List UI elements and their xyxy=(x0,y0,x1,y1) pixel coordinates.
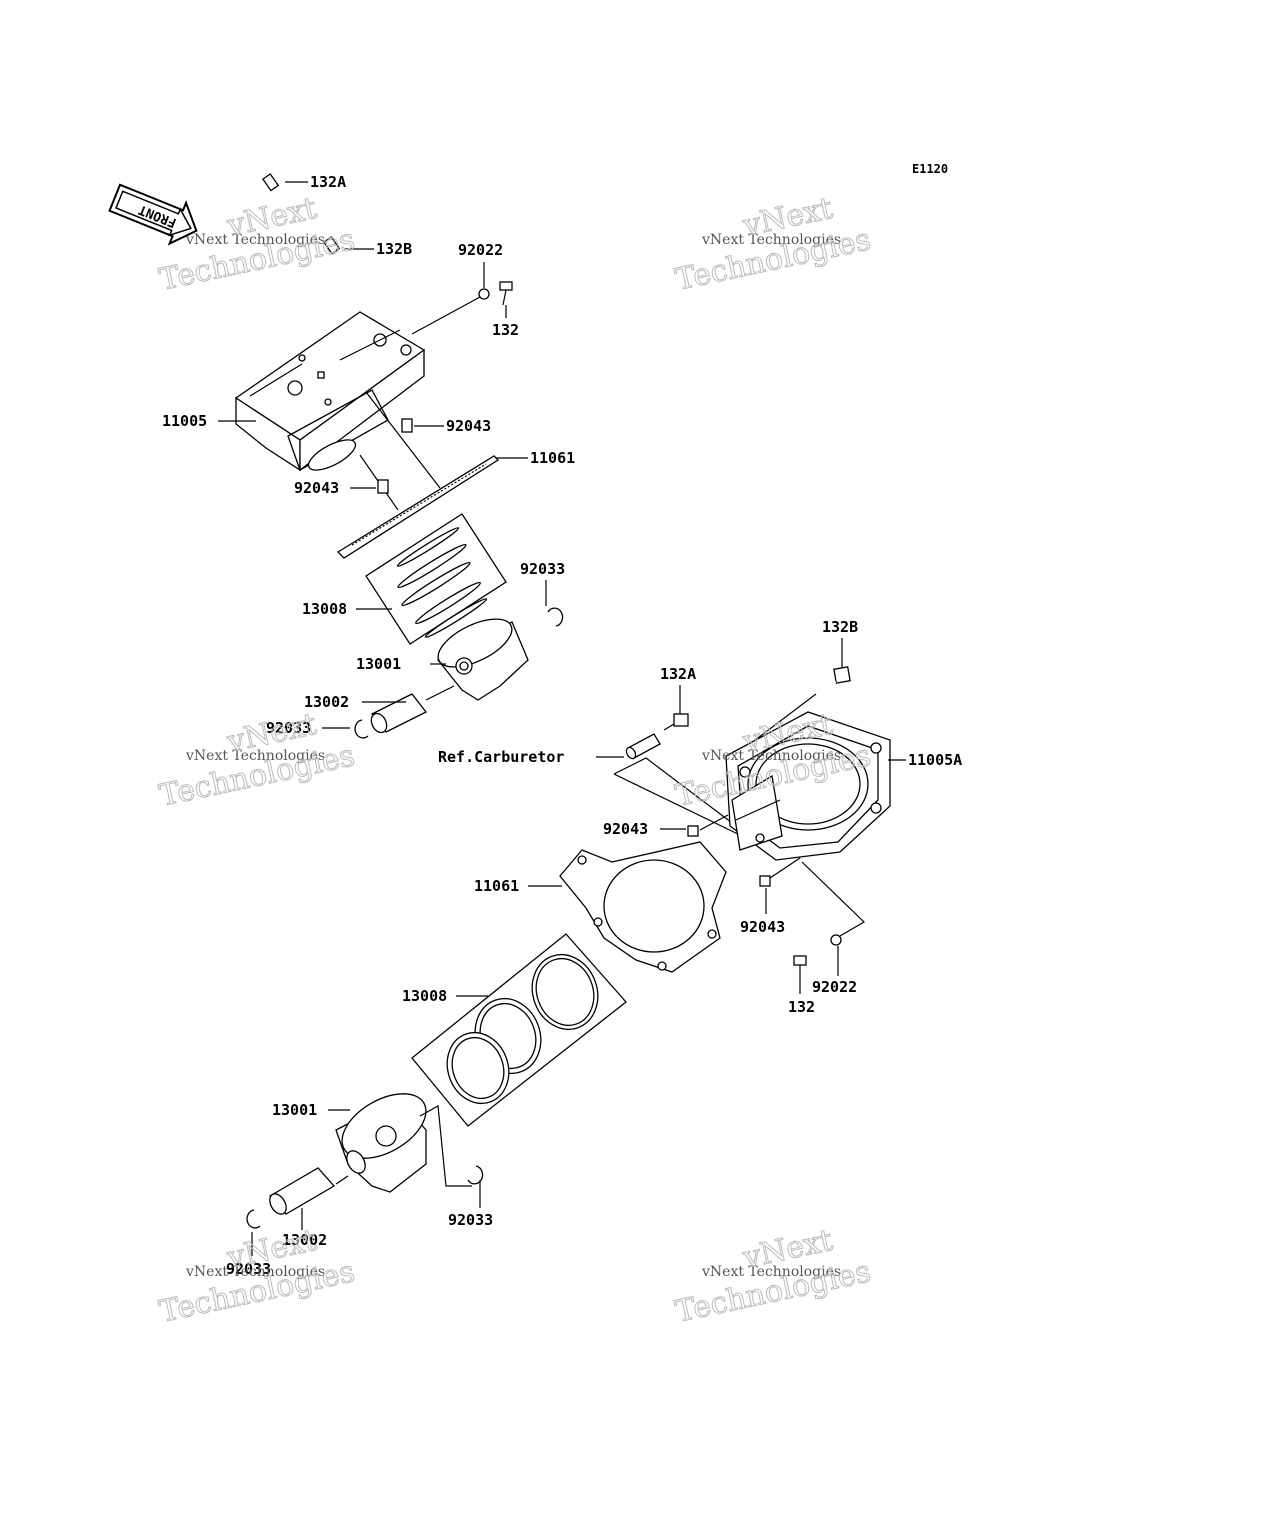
diagram-id: E1120 xyxy=(912,162,948,176)
label-11005a: 11005A xyxy=(908,751,962,769)
label-13008-top: 13008 xyxy=(302,600,347,618)
label-92022-top: 92022 xyxy=(458,241,503,259)
cylinder-block-icon xyxy=(234,311,426,472)
bolt-132b-icon xyxy=(322,236,367,307)
bolt-132a-bottom-icon xyxy=(663,713,689,731)
piston-bottom-icon xyxy=(335,1093,427,1193)
gasket-bottom-icon xyxy=(559,841,727,973)
circlip-left-icon xyxy=(354,719,369,739)
washer-bottom-icon xyxy=(830,934,842,946)
dowel-left-icon xyxy=(377,479,389,494)
piston-pin-bottom-icon xyxy=(268,1167,336,1215)
label-11005-top: 11005 xyxy=(162,412,207,430)
label-11061-bottom: 11061 xyxy=(474,877,519,895)
dowel-right-bottom-icon xyxy=(759,875,771,887)
bolt-132b-bottom-icon xyxy=(819,666,851,691)
label-13002-top: 13002 xyxy=(304,693,349,711)
label-92033-bottom-right: 92033 xyxy=(448,1211,493,1229)
piston-icon xyxy=(436,618,529,701)
bolt-132-bottom-icon xyxy=(793,955,807,974)
label-132b-bottom: 132B xyxy=(822,618,858,636)
top-assembly: 132A 132B 92022 132 xyxy=(162,173,575,739)
label-132-top: 132 xyxy=(492,321,519,339)
svg-text:vNext Technologies: vNext Technologies xyxy=(701,232,841,248)
svg-text:vNext Technologies: vNext Technologies xyxy=(701,1264,841,1280)
label-92033-bottom-left: 92033 xyxy=(226,1260,271,1278)
label-13001-top: 13001 xyxy=(356,655,401,673)
label-11061-top: 11061 xyxy=(530,449,575,467)
label-92043-top-left: 92043 xyxy=(294,479,339,497)
dowel-right-icon xyxy=(401,418,413,433)
watermark-middle-left: vNext Technologies vNext Technologies xyxy=(156,706,358,814)
label-13002-bottom: 13002 xyxy=(282,1231,327,1249)
label-13001-bottom: 13001 xyxy=(272,1101,317,1119)
piston-rings-icon xyxy=(365,513,507,645)
label-92043-bottom-left: 92043 xyxy=(603,820,648,838)
label-132b-top: 132B xyxy=(376,240,412,258)
watermark-bottom-right: vNext Technologies vNext Technologies xyxy=(672,1222,874,1330)
label-92043-bottom-right: 92043 xyxy=(740,918,785,936)
svg-text:vNext Technologies: vNext Technologies xyxy=(185,748,325,764)
washer-icon xyxy=(478,288,490,300)
piston-rings-bottom-icon xyxy=(411,933,627,1127)
label-13008-bottom: 13008 xyxy=(402,987,447,1005)
gasket-icon xyxy=(336,455,500,559)
label-92033-top-left: 92033 xyxy=(266,719,311,737)
svg-text:vNext Technologies: vNext Technologies xyxy=(185,1264,325,1280)
piston-pin-icon xyxy=(370,693,427,734)
label-132a-bottom: 132A xyxy=(660,665,696,683)
label-ref-carburetor: Ref.Carburetor xyxy=(438,748,564,766)
circlip-right-bottom-icon xyxy=(467,1165,484,1185)
circlip-right-icon xyxy=(547,607,564,627)
watermark-top-right: vNext Technologies vNext Technologies xyxy=(672,190,874,298)
label-92043-top-right: 92043 xyxy=(446,417,491,435)
front-arrow-icon: FRONT xyxy=(108,183,198,246)
label-132-bottom: 132 xyxy=(788,998,815,1016)
watermark-bottom-left: vNext Technologies vNext Technologies xyxy=(156,1222,358,1330)
label-132a-top: 132A xyxy=(310,173,346,191)
svg-text:vNext Technologies: vNext Technologies xyxy=(185,232,325,248)
circlip-left-bottom-icon xyxy=(246,1209,261,1229)
cylinder-11005a-icon xyxy=(725,711,891,861)
svg-text:vNext Technologies: vNext Technologies xyxy=(701,748,841,764)
dowel-left-bottom-icon xyxy=(687,825,699,837)
label-92022-bottom: 92022 xyxy=(812,978,857,996)
bolt-132-icon xyxy=(499,281,513,306)
carburetor-sleeve-icon xyxy=(625,733,661,760)
bottom-assembly: 132B 132A Ref.Carburetor xyxy=(226,618,962,1278)
label-92033-top-right: 92033 xyxy=(520,560,565,578)
stud-bolt-icon xyxy=(261,173,367,319)
